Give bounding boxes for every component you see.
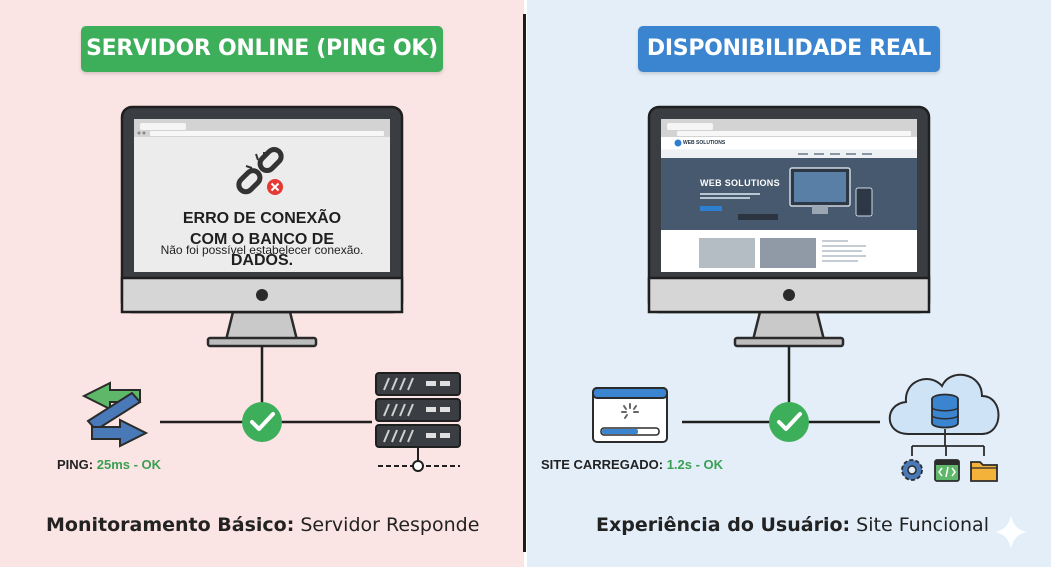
site-logo: WEB SOLUTIONS [683,140,726,146]
right-badge: DISPONIBILIDADE REAL [638,26,940,72]
browser-loading-icon [592,387,668,443]
code-icon [934,459,960,482]
ping-label-text: PING: [57,457,94,472]
sparkle-icon [995,515,1027,549]
gear-icon [901,459,923,481]
right-monitor [647,105,931,348]
left-caption-bold: Monitoramento Básico: [46,514,295,536]
error-message: Não foi possível estabelecer conexão. [160,243,364,257]
right-caption: Experiência do Usuário: Site Funcional [596,514,989,536]
site-loaded-value: 1.2s - OK [666,457,724,472]
broken-link-icon [236,146,284,195]
left-caption: Monitoramento Básico: Servidor Responde [46,514,479,536]
check-icon [769,402,809,442]
ping-value: 25ms - OK [96,457,162,472]
right-caption-text: Site Funcional [856,514,989,536]
ping-arrows-icon [81,381,149,448]
site-loaded-label: SITE CARREGADO: 1.2s - OK [541,457,723,472]
cloud-database-icon [888,373,1000,456]
site-loaded-label-text: SITE CARREGADO: [541,457,664,472]
left-badge: SERVIDOR ONLINE (PING OK) [81,26,443,72]
error-title: ERRO DE CONEXÃO COM O BANCO DE DADOS. [0,208,524,271]
error-x-icon [267,179,283,195]
center-divider [523,14,526,552]
folder-icon [970,461,998,482]
check-icon [242,402,282,442]
left-monitor [120,105,404,348]
left-caption-text: Servidor Responde [300,514,480,536]
server-rack-icon [375,372,461,472]
site-hero-title: WEB SOLUTIONS [700,178,780,188]
ping-label: PING: 25ms - OK [57,457,161,472]
error-title-text: ERRO DE CONEXÃO COM O BANCO DE DADOS. [182,210,342,269]
right-caption-bold: Experiência do Usuário: [596,514,851,536]
